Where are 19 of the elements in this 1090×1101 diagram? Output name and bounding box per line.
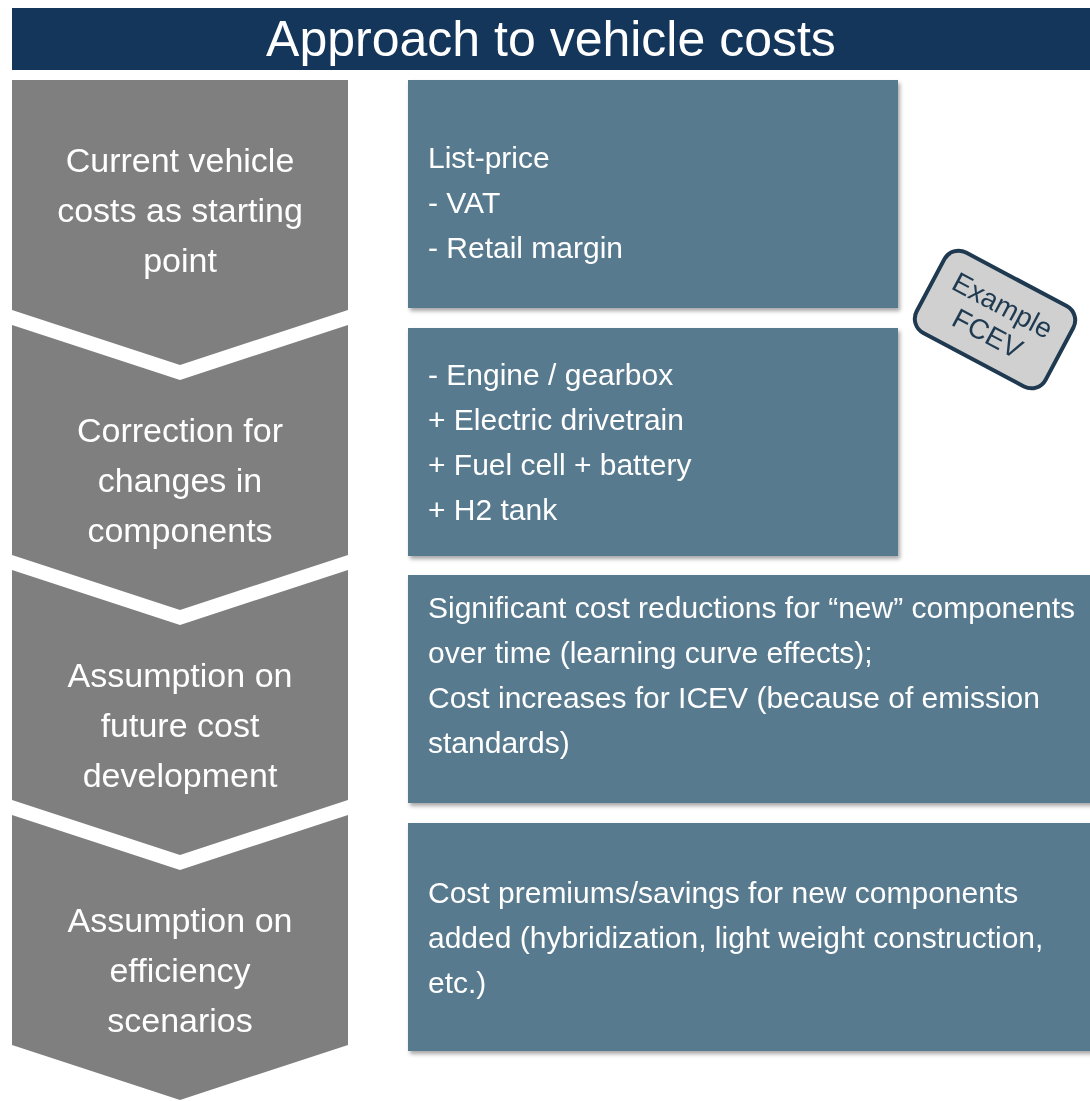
description-text: - Engine / gearbox (428, 357, 675, 393)
description-box (408, 823, 1090, 1051)
description-text: Cost premiums/savings for new components added (hybridization, light weight construction, etc.) (428, 874, 1045, 1001)
step-label: Correction for changes in components (76, 410, 284, 551)
description-text: Cost increases for ICEV (because of emission standards) (428, 680, 1041, 761)
description-box (408, 328, 898, 556)
description-text: + H2 tank (428, 492, 559, 528)
description-text: + Fuel cell + battery (428, 447, 693, 483)
description-box (408, 80, 898, 308)
description-box (408, 575, 1090, 803)
description-text: Significant cost reductions for “new” components over time (learning curve effects); (428, 590, 1076, 671)
step-label: Assumption on efficiency scenarios (66, 900, 294, 1041)
title-banner: Approach to vehicle costs (12, 8, 1090, 70)
step-label: Assumption on future cost development (66, 655, 294, 796)
description-text: - Retail margin (428, 230, 625, 266)
description-text: - VAT (428, 185, 502, 221)
description-text: List-price (428, 140, 551, 176)
step-label: Current vehicle costs as starting point (56, 140, 304, 281)
description-text: + Electric drivetrain (428, 402, 685, 438)
